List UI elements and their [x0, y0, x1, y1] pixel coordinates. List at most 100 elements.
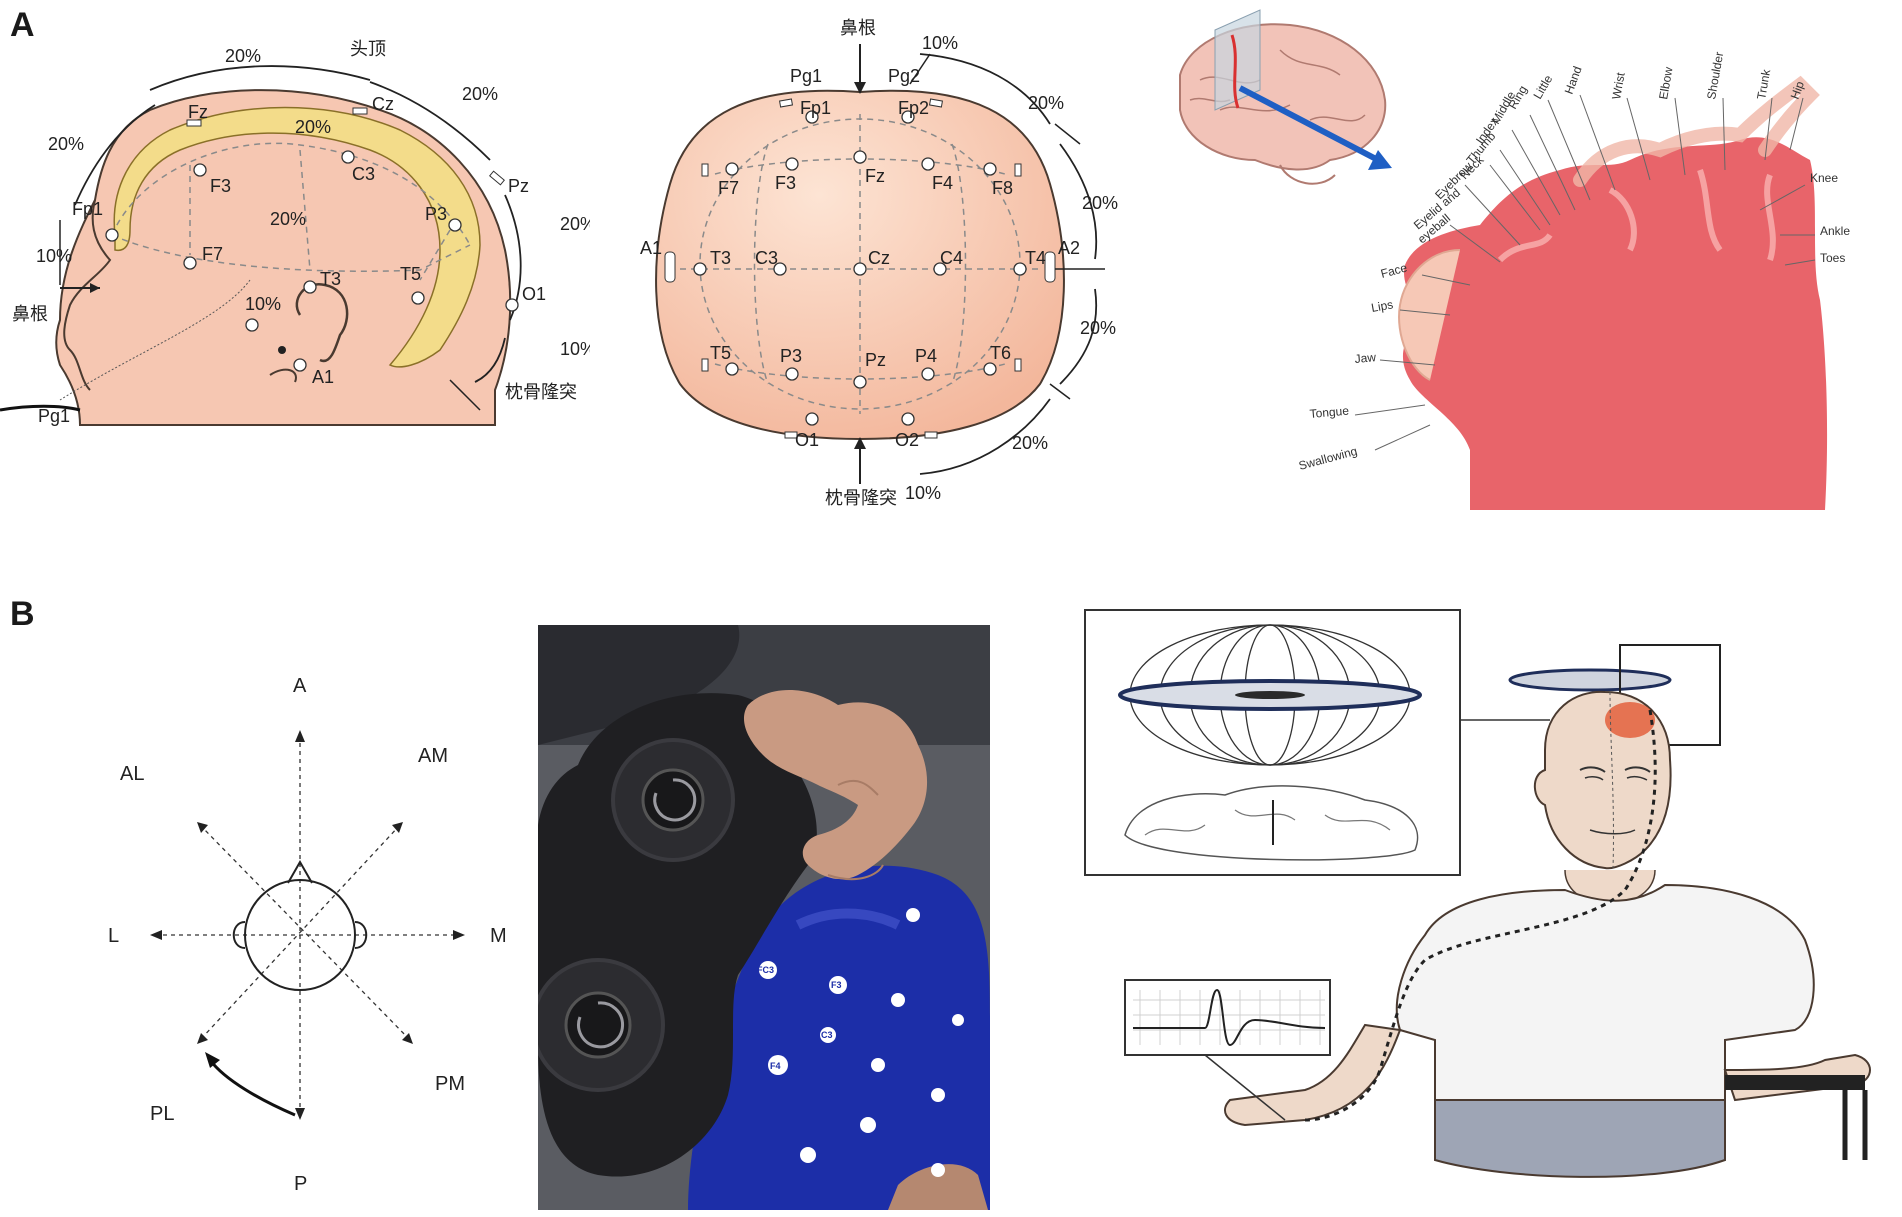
top-label-f4: F4	[932, 173, 953, 193]
side-label-cz: Cz	[372, 94, 394, 114]
head-circle	[244, 879, 356, 991]
side-label-t5: T5	[400, 264, 421, 284]
top-label-t4: T4	[1025, 248, 1046, 268]
top-label-f3: F3	[775, 173, 796, 193]
label-knee: Knee	[1810, 171, 1838, 185]
side-label-fp1: Fp1	[72, 199, 103, 219]
cap-label-c3: C3	[821, 1030, 833, 1040]
side-pct-pz-o: 20%	[560, 214, 590, 234]
dir-label-al: AL	[120, 763, 144, 785]
side-pct-mid: 20%	[270, 209, 306, 229]
skull-band	[113, 106, 481, 368]
top-label-f8: F8	[992, 178, 1013, 198]
side-inion-cn: 枕骨隆突	[505, 382, 577, 402]
mep-waveform	[1133, 988, 1326, 1047]
brain-illustration	[1179, 9, 1387, 185]
dir-label-am: AM	[418, 745, 448, 767]
side-nasion-cn: 鼻根	[12, 304, 48, 324]
top-label-o2: O2	[895, 430, 919, 450]
dir-label-pm: PM	[435, 1073, 465, 1095]
top-nasion-cn: 鼻根	[840, 18, 876, 38]
tms-coil-disc	[1508, 668, 1672, 692]
dash-arc-upper	[111, 142, 471, 246]
top-label-p4: P4	[915, 346, 937, 366]
top-inion-cn: 枕骨隆突	[825, 488, 897, 508]
top-label-pg1: Pg1	[790, 66, 822, 86]
label-trunk: Trunk	[1754, 67, 1773, 100]
top-label-p3: P3	[780, 346, 802, 366]
top-pct-20-b: 20%	[1082, 193, 1118, 213]
cortex-strip	[1402, 137, 1828, 510]
top-pct-10-front: 10%	[922, 33, 958, 53]
label-lips: Lips	[1370, 297, 1394, 315]
panel-label-a: A	[10, 6, 35, 44]
label-face: Face	[1379, 260, 1409, 281]
nose-mark	[287, 859, 313, 884]
person-pants	[1434, 1099, 1726, 1178]
top-label-a2: A2	[1058, 238, 1080, 258]
cap-photo: F3 F4 C3 FC3	[538, 625, 990, 1210]
stimulation-spot	[1605, 702, 1655, 738]
dir-label-a: A	[293, 675, 307, 697]
top-label-t6: T6	[990, 343, 1011, 363]
label-hand: Hand	[1562, 64, 1585, 96]
side-label-pz: Pz	[508, 176, 529, 196]
top-label-c3: C3	[755, 248, 778, 268]
side-label-a1: A1	[312, 367, 334, 387]
top-pct-10-back: 10%	[905, 483, 941, 503]
cap-label-fc3: FC3	[757, 965, 774, 975]
label-tongue: Tongue	[1309, 404, 1350, 421]
tms-illustration	[1005, 600, 1902, 1217]
side-label-o1: O1	[522, 284, 546, 304]
side-label-pg1: Pg1	[38, 406, 70, 426]
inset-brain-section	[1124, 785, 1419, 861]
side-view-diagram: 头顶 20% 20% 20% 20% 20% 20% 10% 10% 10% 鼻…	[0, 39, 590, 426]
dash-line-temporal	[111, 234, 471, 272]
top-label-fp2: Fp2	[898, 98, 929, 118]
label-hip: Hip	[1788, 79, 1807, 101]
top-pct-20-c: 20%	[1080, 318, 1116, 338]
homunculus-figure: Hip Trunk Shoulder Elbow Wrist Hand Litt…	[1179, 9, 1850, 510]
top-label-fp1: Fp1	[800, 98, 831, 118]
top-label-fz: Fz	[865, 166, 885, 186]
label-jaw: Jaw	[1354, 350, 1377, 366]
label-wrist: Wrist	[1609, 71, 1628, 101]
label-toes: Toes	[1820, 251, 1845, 265]
face-profile	[63, 199, 112, 391]
side-pct-fp-fz: 20%	[48, 134, 84, 154]
blue-eeg-cap	[688, 865, 990, 1210]
side-label-p3: P3	[425, 204, 447, 224]
side-label-t3: T3	[320, 269, 341, 289]
top-label-cz: Cz	[868, 248, 890, 268]
blue-arrow	[1238, 85, 1380, 163]
top-label-pz: Pz	[865, 350, 886, 370]
ear	[295, 282, 349, 363]
top-view-diagram: 鼻根 枕骨隆突 10% 10% 20% 20% 20% 20% Pg1 Pg2 …	[640, 18, 1118, 508]
top-label-t3: T3	[710, 248, 731, 268]
dir-label-m: M	[490, 925, 507, 947]
cap-label-f4: F4	[770, 1061, 781, 1071]
ear-canal-dot	[278, 346, 286, 354]
label-ankle: Ankle	[1820, 224, 1850, 238]
side-label-f7: F7	[202, 244, 223, 264]
arc-fz-cz	[149, 65, 371, 91]
dir-label-pl: PL	[150, 1103, 174, 1125]
side-pct-nasion: 10%	[36, 246, 72, 266]
side-pct-cz-pz: 20%	[462, 84, 498, 104]
top-pct-20-a: 20%	[1028, 93, 1064, 113]
dir-label-p: P	[294, 1173, 307, 1195]
top-pct-20-d: 20%	[1012, 433, 1048, 453]
label-swallowing: Swallowing	[1297, 444, 1359, 473]
top-label-pg2: Pg2	[888, 66, 920, 86]
hand	[743, 690, 928, 880]
dir-label-l: L	[108, 925, 119, 947]
side-label-fz: Fz	[188, 102, 208, 122]
top-label-f7: F7	[718, 178, 739, 198]
side-pct-fz-cz: 20%	[225, 46, 261, 66]
top-label-c4: C4	[940, 248, 963, 268]
side-label-f3: F3	[210, 176, 231, 196]
side-pct-inion: 10%	[560, 339, 590, 359]
label-little: Little	[1530, 72, 1555, 101]
cap-label-f3: F3	[831, 980, 842, 990]
top-label-t5: T5	[710, 343, 731, 363]
